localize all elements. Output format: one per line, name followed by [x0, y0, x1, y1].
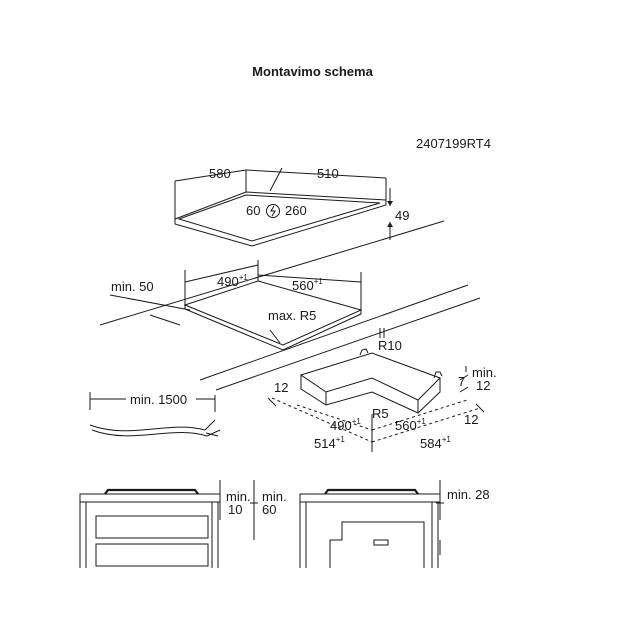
frame-inner-depth-label: 560+1 — [395, 417, 426, 433]
cutout-depth-label: 560+1 — [292, 277, 323, 293]
connection-right-label: 260 — [285, 203, 307, 218]
cutout-width-label: 490+1 — [217, 273, 248, 289]
cable-drawing — [89, 392, 221, 437]
cutout-radius-label: max. R5 — [268, 308, 316, 323]
section-right-label: min. 28 — [447, 487, 490, 502]
hob-height-label: 49 — [395, 208, 409, 223]
section-right-drawing — [299, 480, 444, 568]
frame-outer-depth-label: 584+1 — [420, 435, 451, 451]
hob-width-label: 580 — [209, 166, 231, 181]
frame-side-right-label: 12 — [464, 412, 478, 427]
worktop-margin-label: min. 50 — [111, 279, 154, 294]
cable-length-label: min. 1500 — [130, 392, 187, 407]
section-left-value-a: 10 — [228, 502, 242, 517]
hob-drawing — [174, 167, 393, 247]
hob-depth-label: 510 — [317, 166, 339, 181]
section-left-label-b: min. — [262, 489, 287, 504]
section-left-label-a: min. — [226, 489, 251, 504]
frame-min-label: min. — [472, 365, 497, 380]
section-left-value-b: 60 — [262, 502, 276, 517]
power-icon — [266, 204, 280, 218]
frame-outer-width-label: 514+1 — [314, 435, 345, 451]
diagram-title: Montavimo schema — [252, 64, 373, 79]
frame-inner-width-label: 490+1 — [330, 417, 361, 433]
worktop-drawing — [99, 220, 481, 391]
frame-radius-inner-label: R5 — [372, 406, 389, 421]
connection-left-label: 60 — [246, 203, 260, 218]
frame-radius-top-label: R10 — [378, 338, 402, 353]
frame-step-label: 7 — [458, 374, 465, 389]
frame-min-value: 12 — [476, 378, 490, 393]
section-left-drawing — [79, 480, 258, 568]
drawing-code: 2407199RT4 — [416, 136, 491, 151]
frame-side-left-label: 12 — [274, 380, 288, 395]
frame-drawing — [267, 348, 485, 452]
